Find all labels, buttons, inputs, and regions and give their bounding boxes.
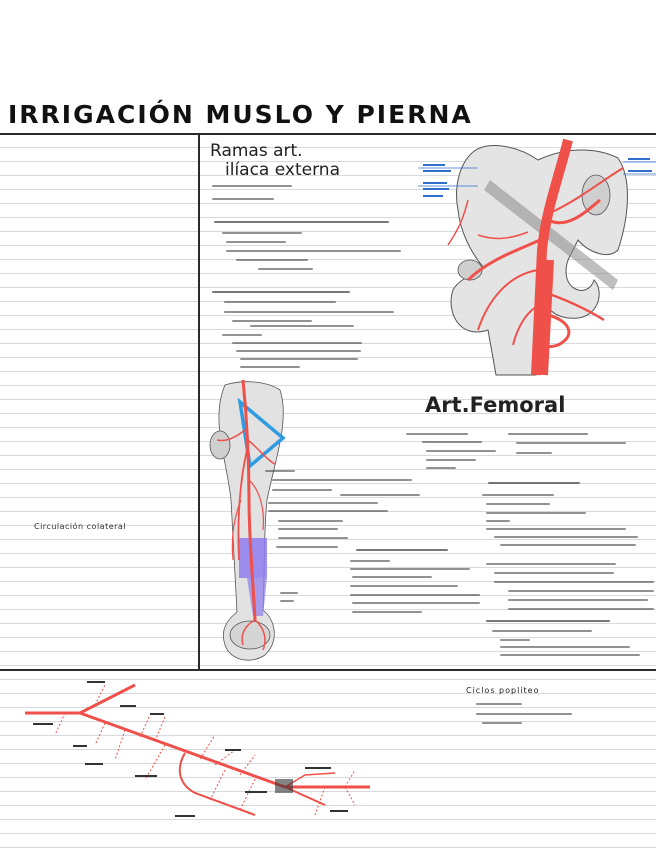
column-divider bbox=[198, 135, 200, 670]
pelvis-artery-illustration bbox=[418, 140, 656, 375]
iliaca-heading-line1: Ramas art. bbox=[210, 141, 303, 161]
page-title: IRRIGACIÓN MUSLO Y PIERNA bbox=[8, 100, 473, 129]
title-underline bbox=[0, 133, 656, 135]
section-divider bbox=[0, 669, 656, 671]
left-column-caption: Circulación colateral bbox=[34, 522, 126, 531]
iliaca-heading-line2: ilíaca externa bbox=[225, 160, 340, 180]
thigh-artery-illustration bbox=[205, 380, 300, 665]
femoral-heading: Art.Femoral bbox=[425, 393, 565, 417]
artery-branch-diagram bbox=[25, 675, 385, 835]
bottom-notes-heading: Ciclos poplíteo bbox=[466, 686, 539, 695]
